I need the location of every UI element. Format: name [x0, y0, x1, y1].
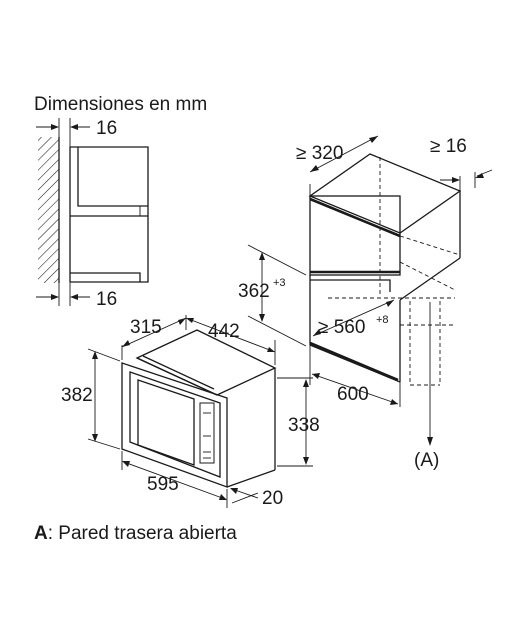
top-gap-label: 16 [96, 118, 117, 139]
footnote: A: Pared trasera abierta [34, 523, 237, 544]
niche-cross-section: 16 16 [36, 118, 149, 310]
frame-depth-label: 20 [262, 488, 283, 509]
opening-width-tolerance: +8 [376, 314, 389, 326]
upper-cabinet-front [309, 195, 401, 276]
cabinet-outline [70, 146, 149, 283]
niche-3d-view: (A) ≥ 320 ≥ 16 362 +3 ≥ 560 +8 [238, 135, 493, 471]
opening-width-label: ≥ 560 [318, 317, 365, 338]
bottom-gap-label: 16 [96, 289, 117, 310]
depth-label: 442 [208, 321, 240, 342]
drawing-title: Dimensiones en mm [34, 94, 207, 115]
front-frame [121, 362, 228, 488]
opening-height-label: 362 [238, 281, 270, 302]
control-panel [199, 402, 215, 464]
upper-cabinet-top [308, 153, 462, 234]
wall-hatch [38, 137, 59, 283]
microwave-view: 315 442 382 338 595 20 [61, 315, 320, 509]
footnote-key: A [34, 523, 48, 544]
door-window [137, 379, 195, 466]
width-label: 595 [147, 474, 179, 495]
niche-depth-label: 600 [337, 384, 369, 405]
height-label: 382 [61, 385, 93, 406]
marker-a: (A) [414, 450, 439, 471]
footnote-text: : Pared trasera abierta [48, 523, 237, 544]
inner-height-label: 338 [288, 415, 320, 436]
side-depth-label: 315 [130, 317, 162, 338]
top-depth-label: ≥ 320 [296, 143, 343, 164]
opening-height-tolerance: +3 [273, 277, 286, 289]
rear-gap-label: ≥ 16 [430, 136, 467, 157]
